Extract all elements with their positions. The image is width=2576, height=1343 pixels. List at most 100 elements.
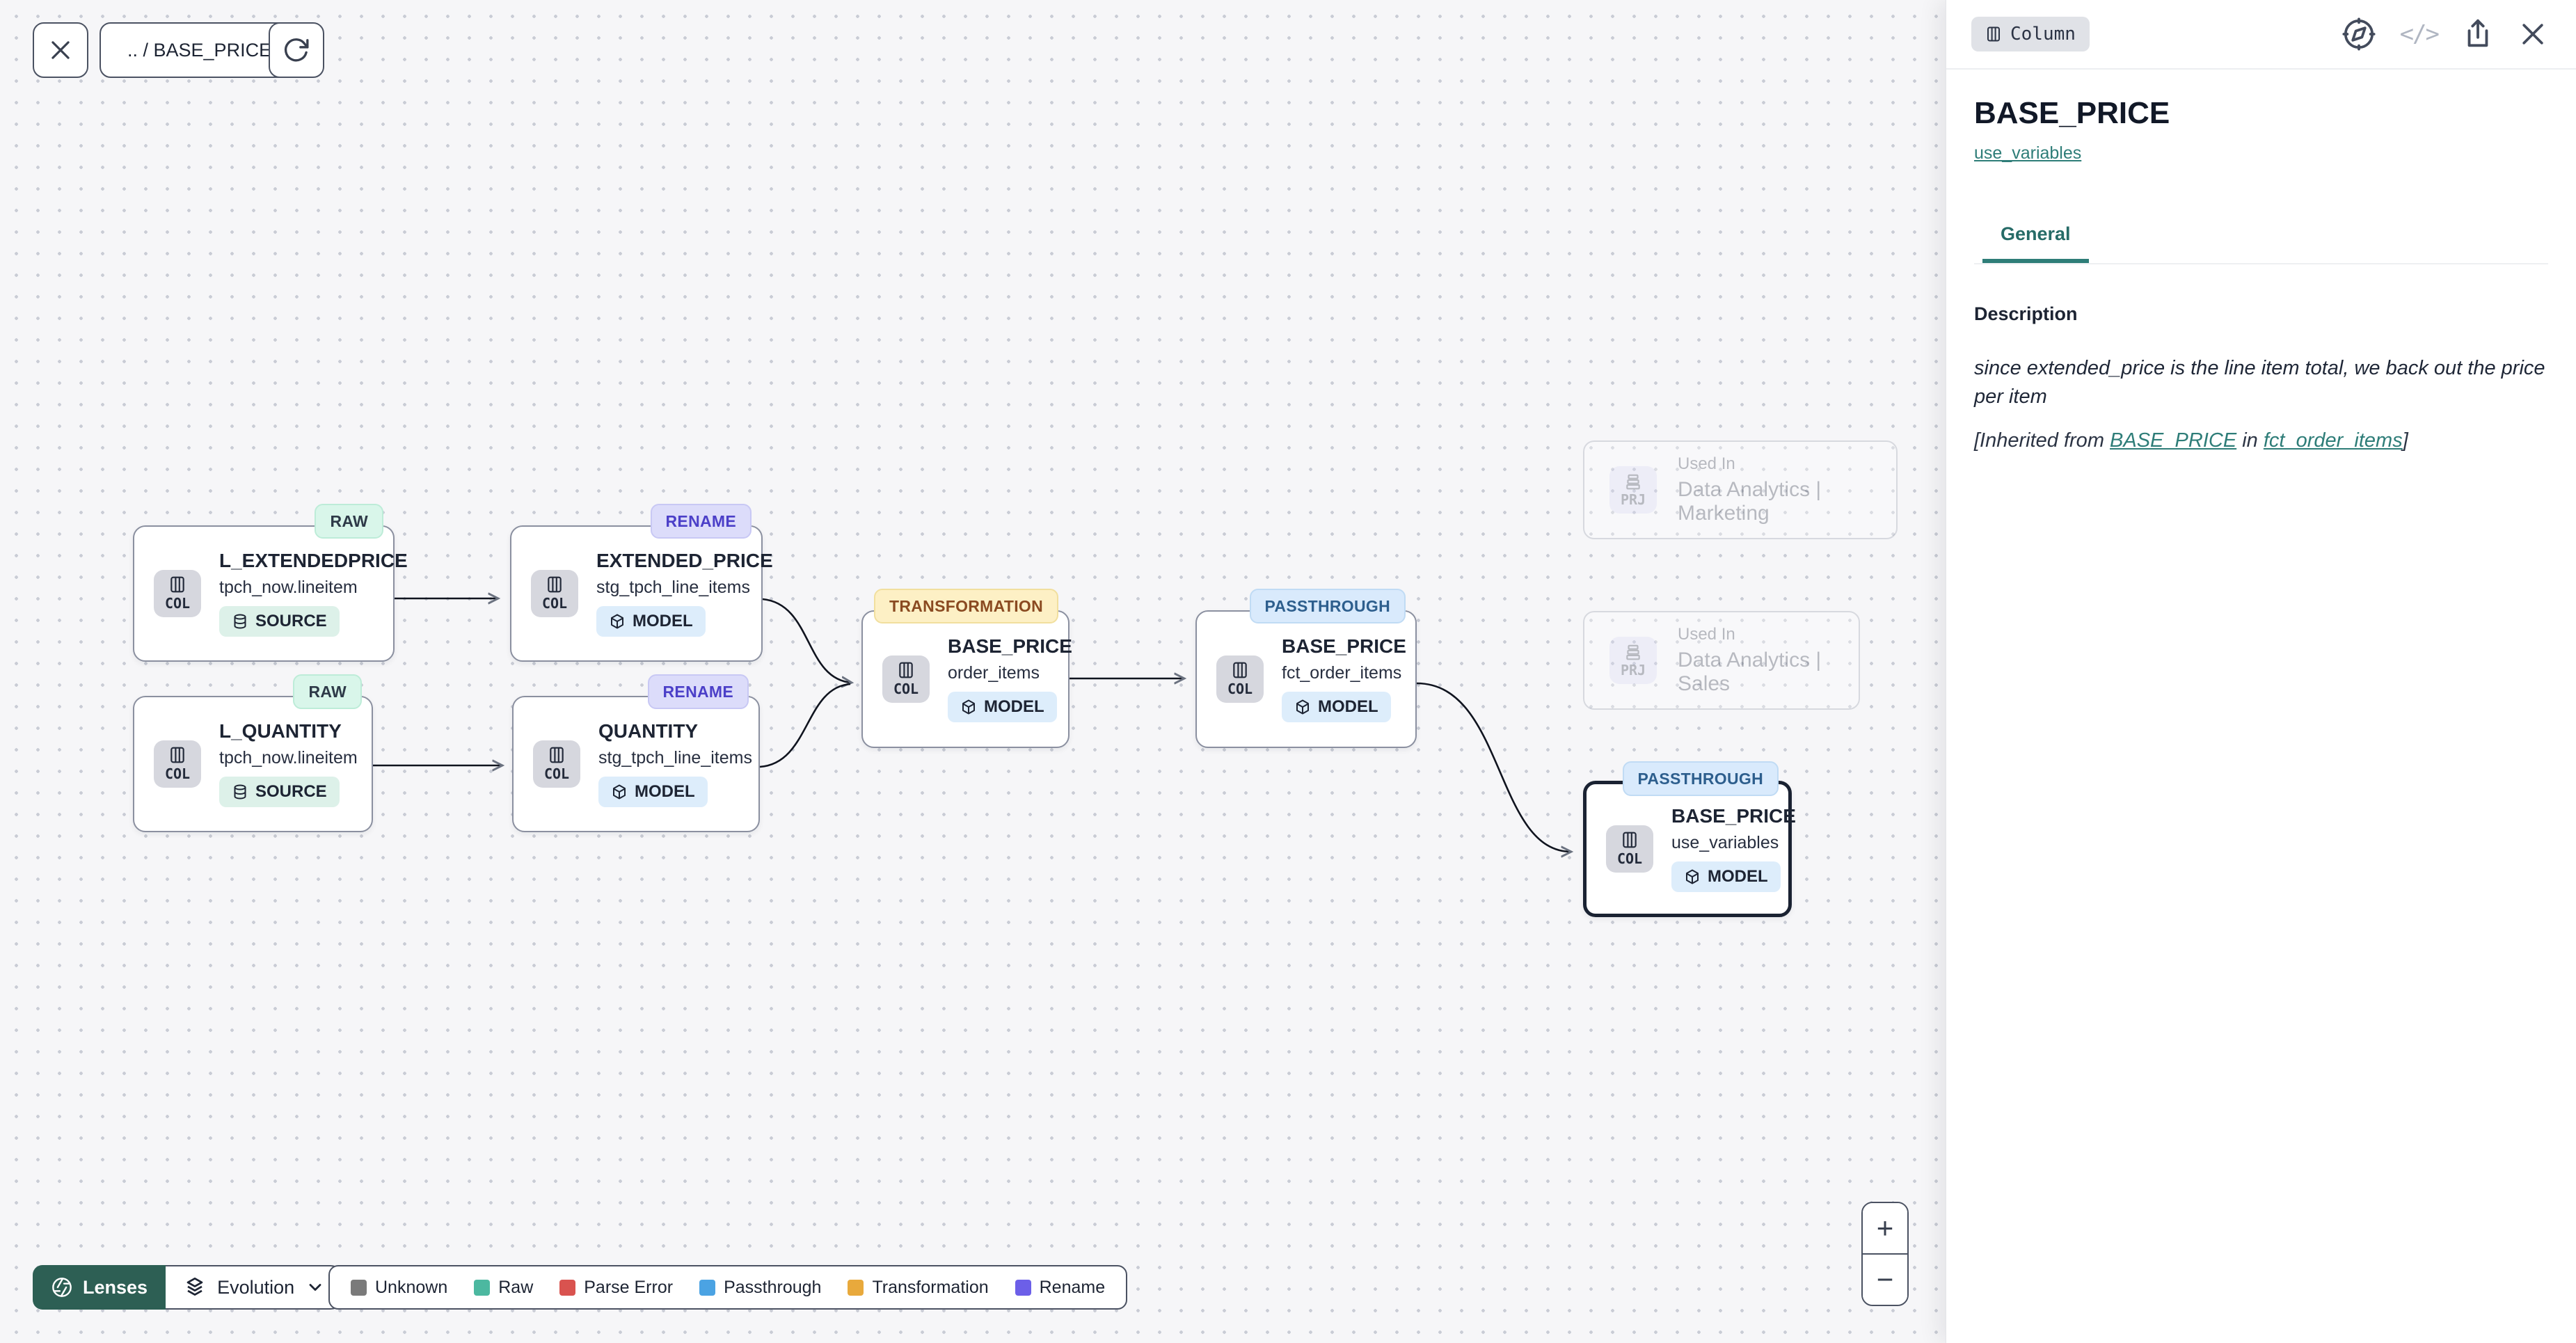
legend-item-raw: Raw [474,1278,533,1298]
node-used-in-sales[interactable]: PRJ Used In Data Analytics | Sales [1583,611,1860,710]
kind-label: COL [893,681,919,697]
lineage-canvas[interactable]: .. / BASE_PRICE RAW COL L_EXTENDEDPRICE … [0,0,1946,1343]
node-base-price-fct-order-items[interactable]: PASSTHROUGH COL BASE_PRICE fct_order_ite… [1195,610,1417,748]
close-icon [47,37,74,63]
column-icon [168,575,186,594]
node-quantity[interactable]: RENAME COL QUANTITY stg_tpch_line_items … [512,696,760,832]
status-badge: RAW [315,504,383,539]
panel-body: BASE_PRICE use_variables General Descrip… [1946,96,2576,452]
status-badge: RAW [293,674,362,709]
legend-swatch [699,1280,715,1296]
column-kind-box: COL [531,570,578,617]
node-subtitle: stg_tpch_line_items [596,578,750,598]
kind-label: COL [1227,681,1253,697]
entity-kind-chip: Column [1971,17,2090,51]
legend-swatch [351,1280,367,1296]
model-link[interactable]: use_variables [1974,143,2081,164]
node-subtitle: tpch_now.lineitem [219,748,358,768]
node-subtitle: fct_order_items [1282,663,1401,683]
column-kind-box: COL [882,655,930,703]
lenses-label: Lenses [83,1277,148,1298]
legend-item-passthrough: Passthrough [699,1278,821,1298]
description-text: since extended_price is the line item to… [1974,354,2548,411]
column-icon [548,746,566,764]
column-kind-box: COL [154,570,201,617]
model-cube-icon [609,613,626,630]
legend-item-parse-error: Parse Error [559,1278,673,1298]
lens-dropdown[interactable]: Evolution [166,1265,344,1310]
model-cube-icon [1294,699,1311,715]
node-extended-price[interactable]: RENAME COL EXTENDED_PRICE stg_tpch_line_… [510,525,763,662]
column-kind-box: COL [1216,655,1264,703]
kind-label: PRJ [1621,491,1646,508]
legend-swatch [559,1280,575,1296]
node-used-in-marketing[interactable]: PRJ Used In Data Analytics | Marketing [1583,440,1898,539]
details-panel: Column </> BASE_PRICE use_variables Gene… [1946,0,2576,1343]
chevron-down-icon [305,1278,325,1297]
model-cube-icon [1684,868,1701,885]
kind-label: COL [1617,850,1642,867]
kind-label: COL [542,595,567,612]
column-icon [1621,831,1639,849]
node-l-extendedprice[interactable]: RAW COL L_EXTENDEDPRICE tpch_now.lineite… [133,525,395,662]
kind-label: COL [165,595,190,612]
type-badge-source: SOURCE [219,777,340,807]
aperture-icon [51,1276,73,1298]
breadcrumb-label: .. / BASE_PRICE [127,40,271,61]
status-badge: RENAME [651,504,752,539]
edge-extendedprice-baseprice [763,599,852,683]
legend-swatch [474,1280,490,1296]
legend-swatch [848,1280,864,1296]
project-stack-icon [1624,643,1642,661]
edge-quantity-baseprice [760,684,850,767]
panel-tabs: General [1974,223,2548,264]
model-cube-icon [611,784,628,800]
node-title: BASE_PRICE [1282,636,1406,658]
legend-item-unknown: Unknown [351,1278,447,1298]
node-title: EXTENDED_PRICE [596,550,773,572]
status-badge: PASSTHROUGH [1250,589,1406,623]
column-icon [546,575,564,594]
node-l-quantity[interactable]: RAW COL L_QUANTITY tpch_now.lineitem SOU… [133,696,373,832]
explore-compass-icon[interactable] [2342,17,2376,51]
node-base-price-use-variables[interactable]: PASSTHROUGH COL BASE_PRICE use_variables… [1583,781,1792,917]
share-icon[interactable] [2462,18,2494,50]
node-subtitle: order_items [948,663,1040,683]
node-subtitle: use_variables [1671,833,1779,853]
node-base-price-order-items[interactable]: TRANSFORMATION COL BASE_PRICE order_item… [861,610,1070,748]
lens-selected-label: Evolution [217,1277,294,1298]
status-badge: TRANSFORMATION [874,589,1058,623]
used-in-project: Data Analytics | Sales [1678,649,1859,696]
legend-swatch [1015,1280,1031,1296]
zoom-in-button[interactable]: + [1863,1203,1907,1255]
refresh-button[interactable] [269,22,324,78]
model-cube-icon [960,699,977,715]
inherited-column-link[interactable]: BASE_PRICE [2110,429,2236,452]
used-in-label: Used In [1678,454,1735,474]
type-badge-model: MODEL [598,777,708,807]
refresh-icon [283,36,310,64]
column-kind-box: COL [154,740,201,788]
zoom-out-button[interactable]: − [1863,1255,1907,1305]
lenses-button[interactable]: Lenses [33,1265,166,1310]
status-badge: RENAME [648,674,749,709]
close-panel-icon[interactable] [2518,19,2548,49]
used-in-project: Data Analytics | Marketing [1678,478,1896,525]
inherited-from-line: [Inherited from BASE_PRICE in fct_order_… [1974,429,2548,452]
node-title: BASE_PRICE [948,636,1072,658]
close-lineage-button[interactable] [33,22,88,78]
tab-general[interactable]: General [1982,223,2089,263]
node-title: BASE_PRICE [1671,806,1796,827]
kind-label: PRJ [1621,662,1646,678]
type-badge-model: MODEL [948,692,1057,722]
status-badge: PASSTHROUGH [1623,761,1779,796]
column-icon [1231,661,1249,679]
database-icon [232,613,248,630]
inherited-model-link[interactable]: fct_order_items [2264,429,2403,452]
project-stack-icon [1624,472,1642,491]
code-icon: </> [2400,20,2438,48]
layers-icon [184,1276,206,1298]
entity-kind-label: Column [2010,24,2076,45]
column-kind-box: COL [533,740,580,788]
